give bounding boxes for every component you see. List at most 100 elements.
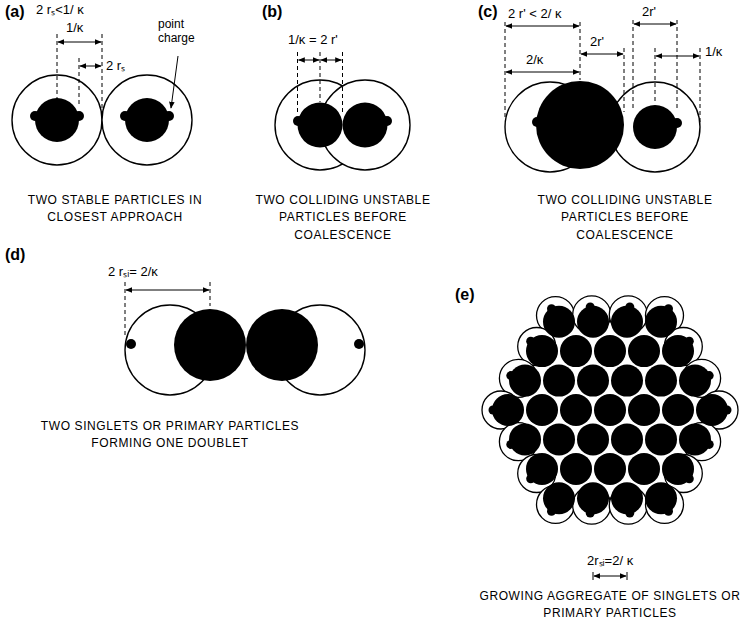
dimension-guide <box>210 282 211 306</box>
point-charge <box>664 304 673 313</box>
singlet-core <box>611 482 643 514</box>
dimension-label: 2 rₛᵢ= 2/κ <box>108 264 158 280</box>
singlet-core <box>594 453 626 485</box>
point-charge <box>74 111 84 121</box>
point-charge <box>532 117 542 127</box>
panel-letter: (b) <box>262 2 282 21</box>
panel-letter: (a) <box>5 2 25 21</box>
point-charge <box>547 507 556 516</box>
singlet-core <box>526 394 558 426</box>
panel-caption: TWO STABLE PARTICLES IN CLOSEST APPROACH <box>10 192 220 227</box>
singlet-core <box>526 453 558 485</box>
singlet-core <box>509 365 541 397</box>
dimension-arrow <box>321 60 342 61</box>
singlet-core <box>577 482 609 514</box>
point-charge <box>164 111 174 121</box>
point-charge <box>723 406 732 415</box>
point-charge <box>586 302 595 311</box>
dimension-guide <box>505 22 506 120</box>
panel-letter: (d) <box>5 245 25 264</box>
singlet-core <box>560 335 592 367</box>
dimension-arrow <box>634 24 676 25</box>
double-layer <box>102 75 192 165</box>
dimension-arrow <box>299 60 320 61</box>
dimension-label: 2 r' < 2/ κ <box>508 6 561 22</box>
dimension-guide <box>677 20 678 108</box>
point-charge <box>547 304 556 313</box>
point-charge <box>489 406 498 415</box>
singlet-core <box>560 394 592 426</box>
dimension-guide <box>57 34 58 118</box>
point-charge <box>685 337 694 346</box>
dimension-arrow <box>656 56 699 57</box>
dimension-guide <box>297 52 298 112</box>
point-charge <box>354 339 364 349</box>
singlet-core <box>577 423 609 455</box>
singlet-core <box>560 453 592 485</box>
particle-core <box>343 103 388 148</box>
dimension-guide <box>102 34 103 118</box>
singlet-core <box>174 309 246 381</box>
dimension-label: 1/κ <box>66 20 83 36</box>
dimension-label: 2r' <box>590 34 604 50</box>
dimension-guide <box>593 572 594 580</box>
singlet-core <box>577 365 609 397</box>
point-charge <box>120 111 130 121</box>
dimension-guide <box>624 48 625 112</box>
dimension-label: 2rₛᵢ=2/ κ <box>587 553 633 569</box>
point-charge <box>526 474 535 483</box>
singlet-core <box>246 309 318 381</box>
singlet-core <box>543 365 575 397</box>
dimension-arrow <box>126 290 209 291</box>
particle-core <box>633 105 677 149</box>
dimension-arrow <box>80 66 101 67</box>
panel-caption: TWO COLLIDING UNSTABLE PARTICLES BEFORE … <box>515 192 735 244</box>
dimension-label: 2 rₛ <box>106 58 125 74</box>
leader-arrow <box>171 56 178 108</box>
singlet-core <box>662 394 694 426</box>
singlet-core <box>662 335 694 367</box>
singlet-core <box>628 394 660 426</box>
dimension-guide <box>633 20 634 108</box>
coalesced-core <box>536 81 624 169</box>
dimension-label: 2/κ <box>526 52 543 68</box>
point-charge <box>705 440 714 449</box>
panel-caption: TWO COLLIDING UNSTABLE PARTICLES BEFORE … <box>248 192 438 244</box>
point-charge <box>705 371 714 380</box>
singlet-core <box>628 335 660 367</box>
particle-core <box>125 98 169 142</box>
dimension-guide <box>79 58 80 104</box>
dimension-guide <box>655 48 656 104</box>
singlet-core <box>611 365 643 397</box>
point-charge <box>526 337 535 346</box>
dimension-arrow <box>594 576 626 577</box>
panel-caption: TWO SINGLETS OR PRIMARY PARTICLES FORMIN… <box>20 418 320 453</box>
point-charge <box>586 509 595 518</box>
singlet-core <box>628 453 660 485</box>
dimension-label: 1/κ = 2 r' <box>288 32 338 48</box>
singlet-core <box>526 335 558 367</box>
callout-label: point charge <box>158 18 218 46</box>
double-layer <box>12 75 102 165</box>
singlet-core <box>594 335 626 367</box>
point-charge <box>685 474 694 483</box>
dimension-guide <box>320 52 321 102</box>
point-charge <box>30 111 40 121</box>
panel-letter: (c) <box>478 2 498 21</box>
panel-letter: (e) <box>455 285 475 304</box>
singlet-core <box>543 423 575 455</box>
dimension-guide <box>627 572 628 580</box>
singlet-core <box>509 423 541 455</box>
point-charge <box>672 118 682 128</box>
point-charge <box>293 116 303 126</box>
dimension-guide <box>700 48 701 124</box>
singlet-core <box>611 306 643 338</box>
dimension-label: 1/κ <box>705 44 722 60</box>
point-charge <box>382 116 392 126</box>
dimension-guide <box>580 22 581 80</box>
point-charge <box>126 339 136 349</box>
dimension-arrow <box>506 26 579 27</box>
point-charge <box>506 371 515 380</box>
dimension-arrow <box>58 42 101 43</box>
